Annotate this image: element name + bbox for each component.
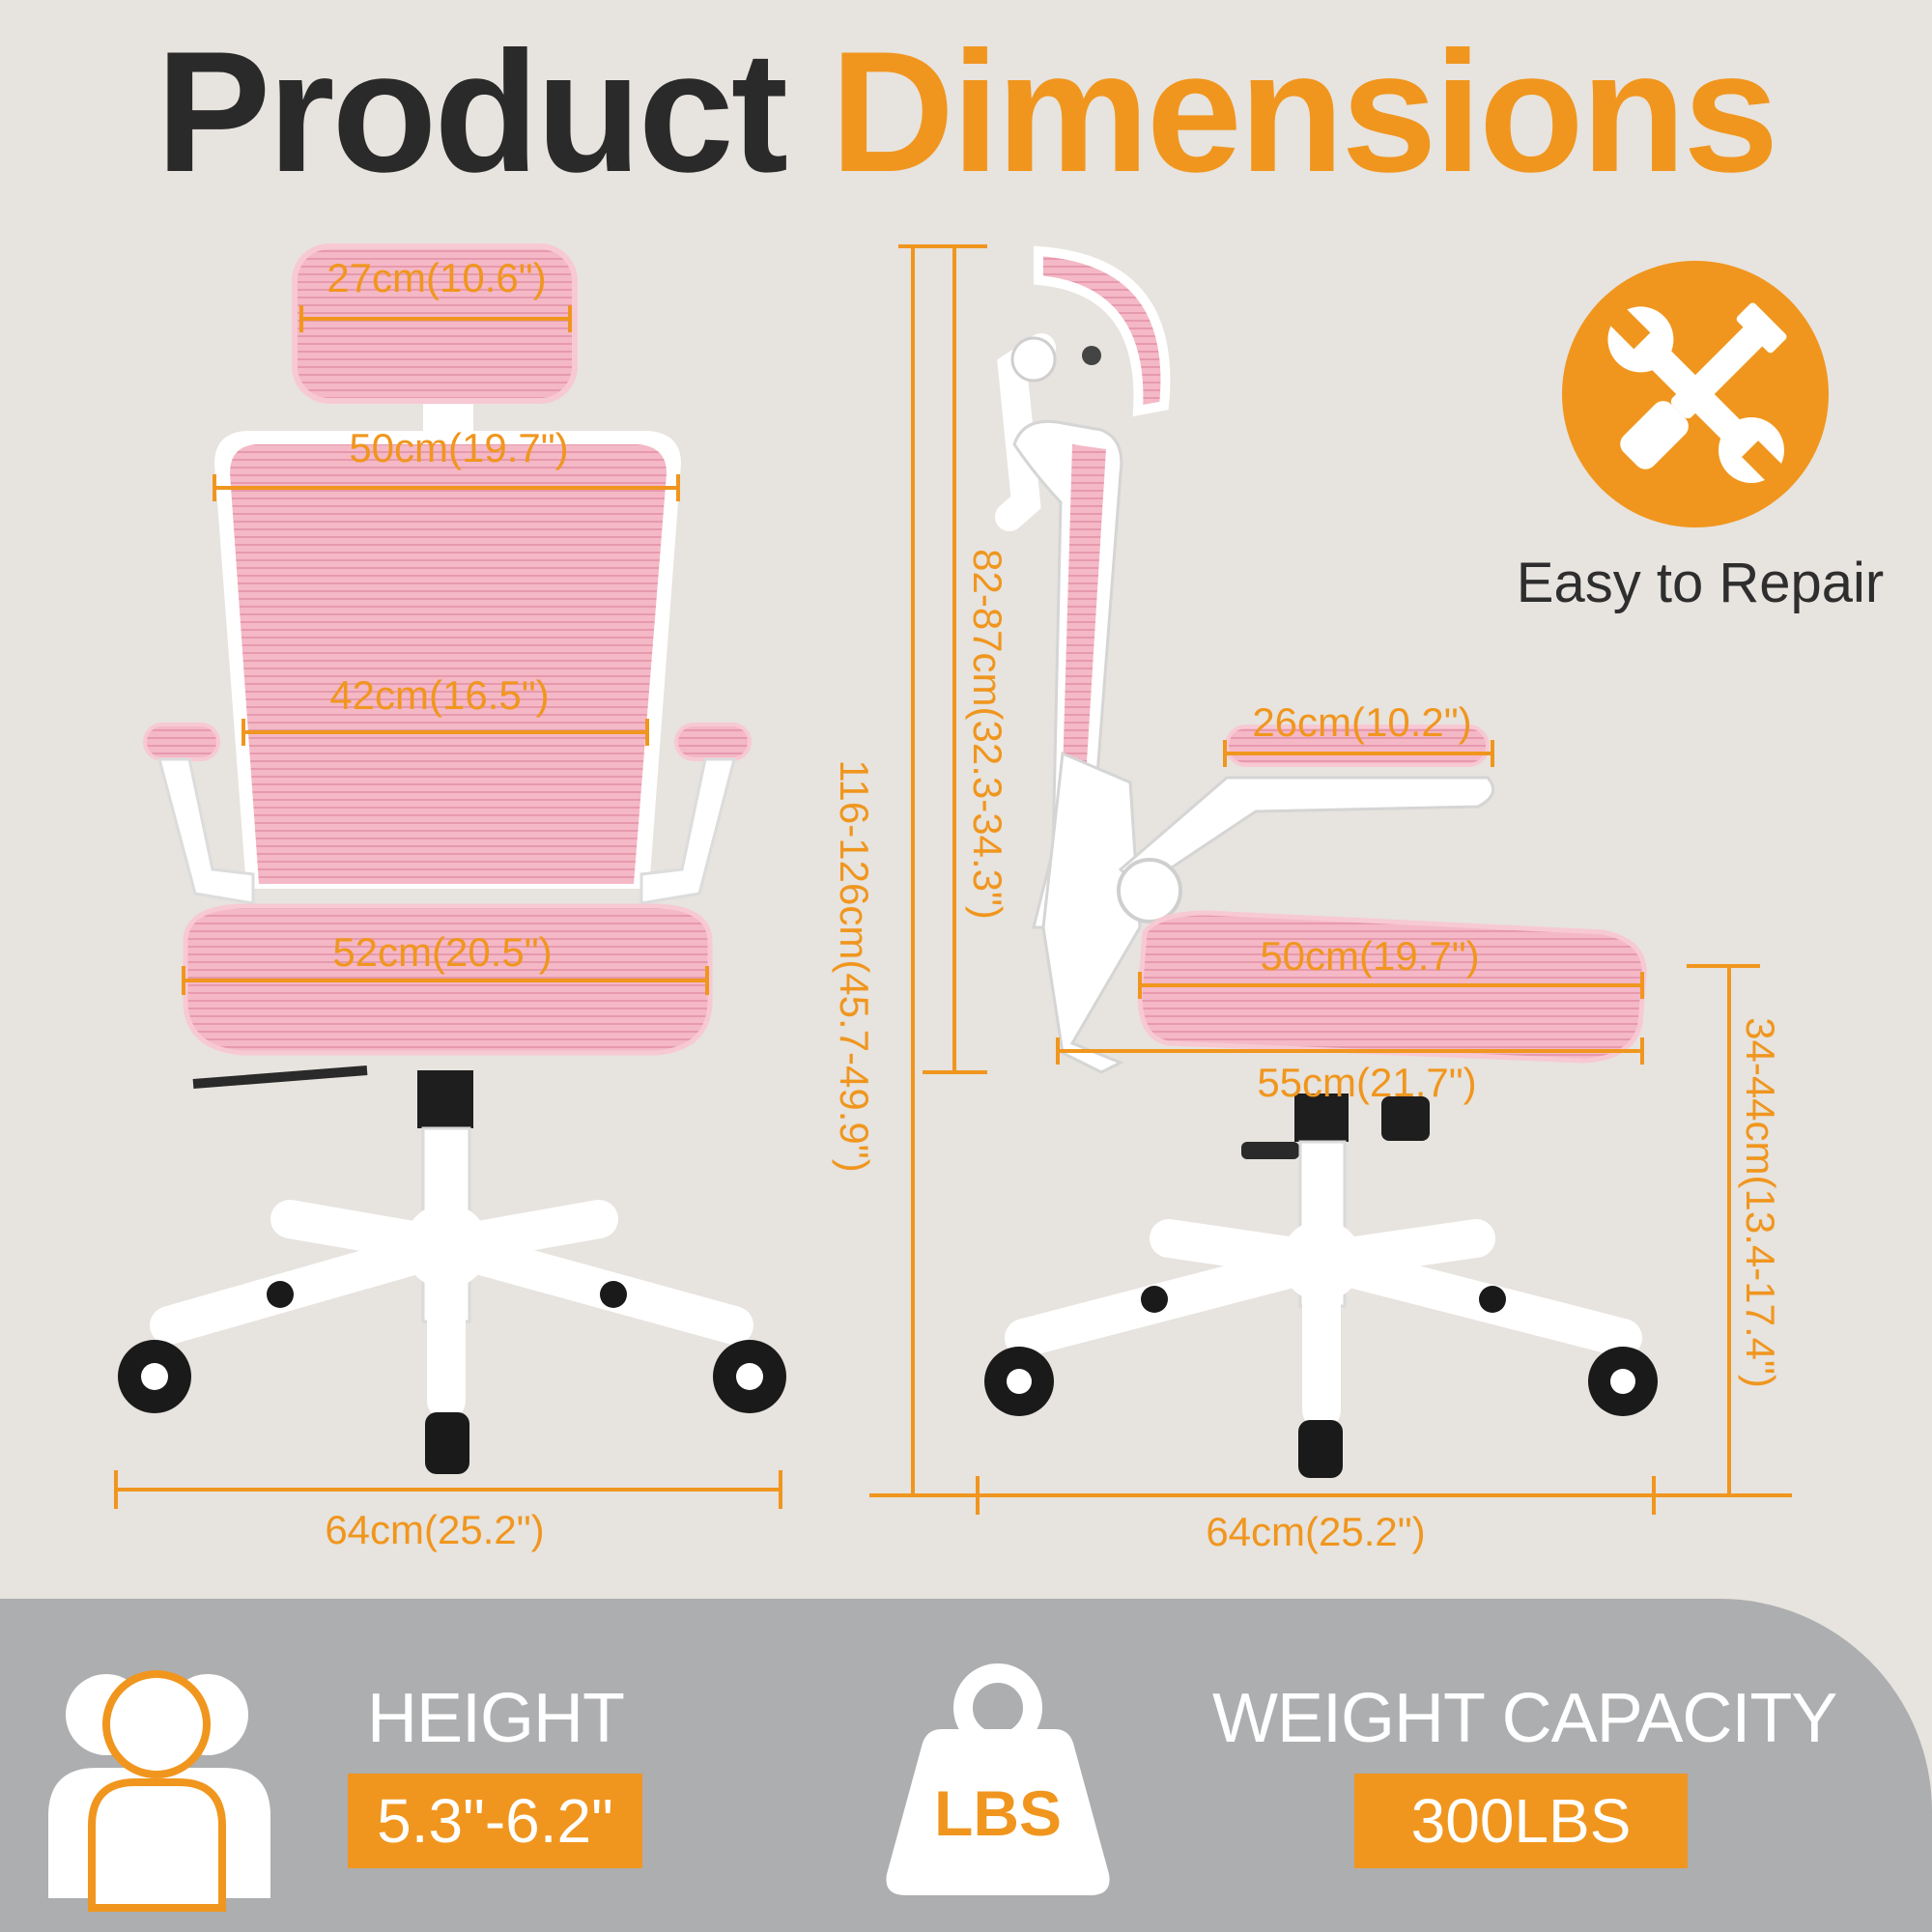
height-value: 5.3"-6.2" [348,1774,642,1868]
page-title: Product Dimensions [0,17,1932,207]
dim-backrest-top-width: 50cm(19.7") [349,425,568,470]
front-chair [118,243,786,1474]
side-chair [984,245,1658,1478]
height-label: HEIGHT [367,1680,625,1757]
weight-icon: LBS [886,1663,1110,1895]
easy-to-repair-label: Easy to Repair [1516,552,1885,614]
dim-backrest-mid-width: 42cm(16.5") [329,672,549,718]
dim-total-height: 116-126cm(45.7-49.9") [832,759,877,1172]
people-icon [48,1670,270,1912]
dim-seat-depth: 50cm(19.7") [1260,933,1479,979]
weight-icon-text: LBS [934,1777,1062,1849]
weight-capacity-label: WEIGHT CAPACITY [1212,1680,1837,1757]
dim-armrest-length: 26cm(10.2") [1252,699,1471,745]
dim-backrest-height: 82-87cm(32.3-34.3") [965,549,1010,920]
weight-capacity-value: 300LBS [1354,1774,1688,1868]
title-part-product: Product [156,15,788,208]
dim-armrest-to-back: 55cm(21.7") [1257,1060,1476,1105]
dim-base-width-front: 64cm(25.2") [325,1507,544,1552]
title-part-dimensions: Dimensions [830,15,1779,208]
side-dimension-lines [869,244,1792,1515]
front-headrest [292,243,578,404]
front-backrest [230,444,667,884]
front-dimension-lines [114,305,782,1509]
dim-base-width-side: 64cm(25.2") [1206,1509,1425,1554]
dim-headrest-width: 27cm(10.6") [327,255,546,300]
dim-seat-height: 34-44cm(13.4-17.4") [1738,1017,1783,1388]
dim-seat-width: 52cm(20.5") [332,929,552,975]
wrench-screwdriver-icon [1562,261,1829,527]
